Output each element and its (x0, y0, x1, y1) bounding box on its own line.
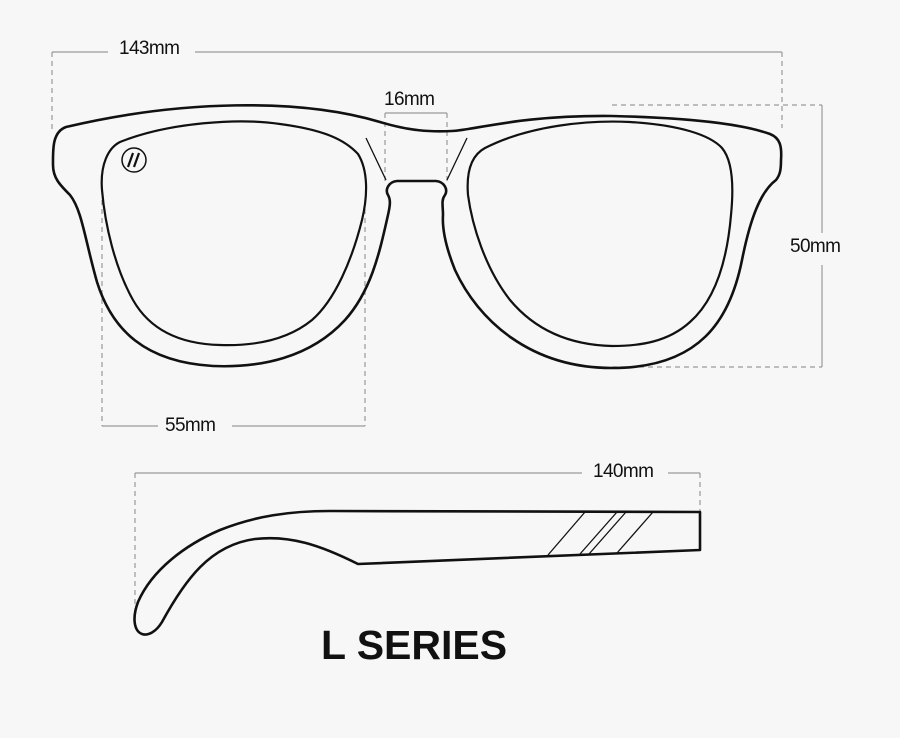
left-lens (100, 120, 368, 347)
bridge-accents (365, 137, 468, 181)
right-lens (466, 120, 734, 348)
dimension-lens-width (101, 200, 366, 427)
dimension-bridge (384, 112, 448, 182)
temple-length-label: 140mm (587, 461, 660, 483)
dimension-lens-height (612, 104, 823, 368)
dimension-temple-length (134, 472, 701, 615)
temple-arm (133, 509, 702, 636)
lens-width-label: 55mm (159, 415, 222, 437)
total-width-label: 143mm (113, 38, 186, 60)
lens-height-label: 50mm (784, 236, 847, 258)
logo-badge-icon (121, 147, 147, 173)
bridge-width-label: 16mm (382, 89, 437, 111)
series-title: L SERIES (321, 622, 508, 668)
dimension-total-width (51, 51, 783, 130)
front-frame (51, 104, 783, 370)
